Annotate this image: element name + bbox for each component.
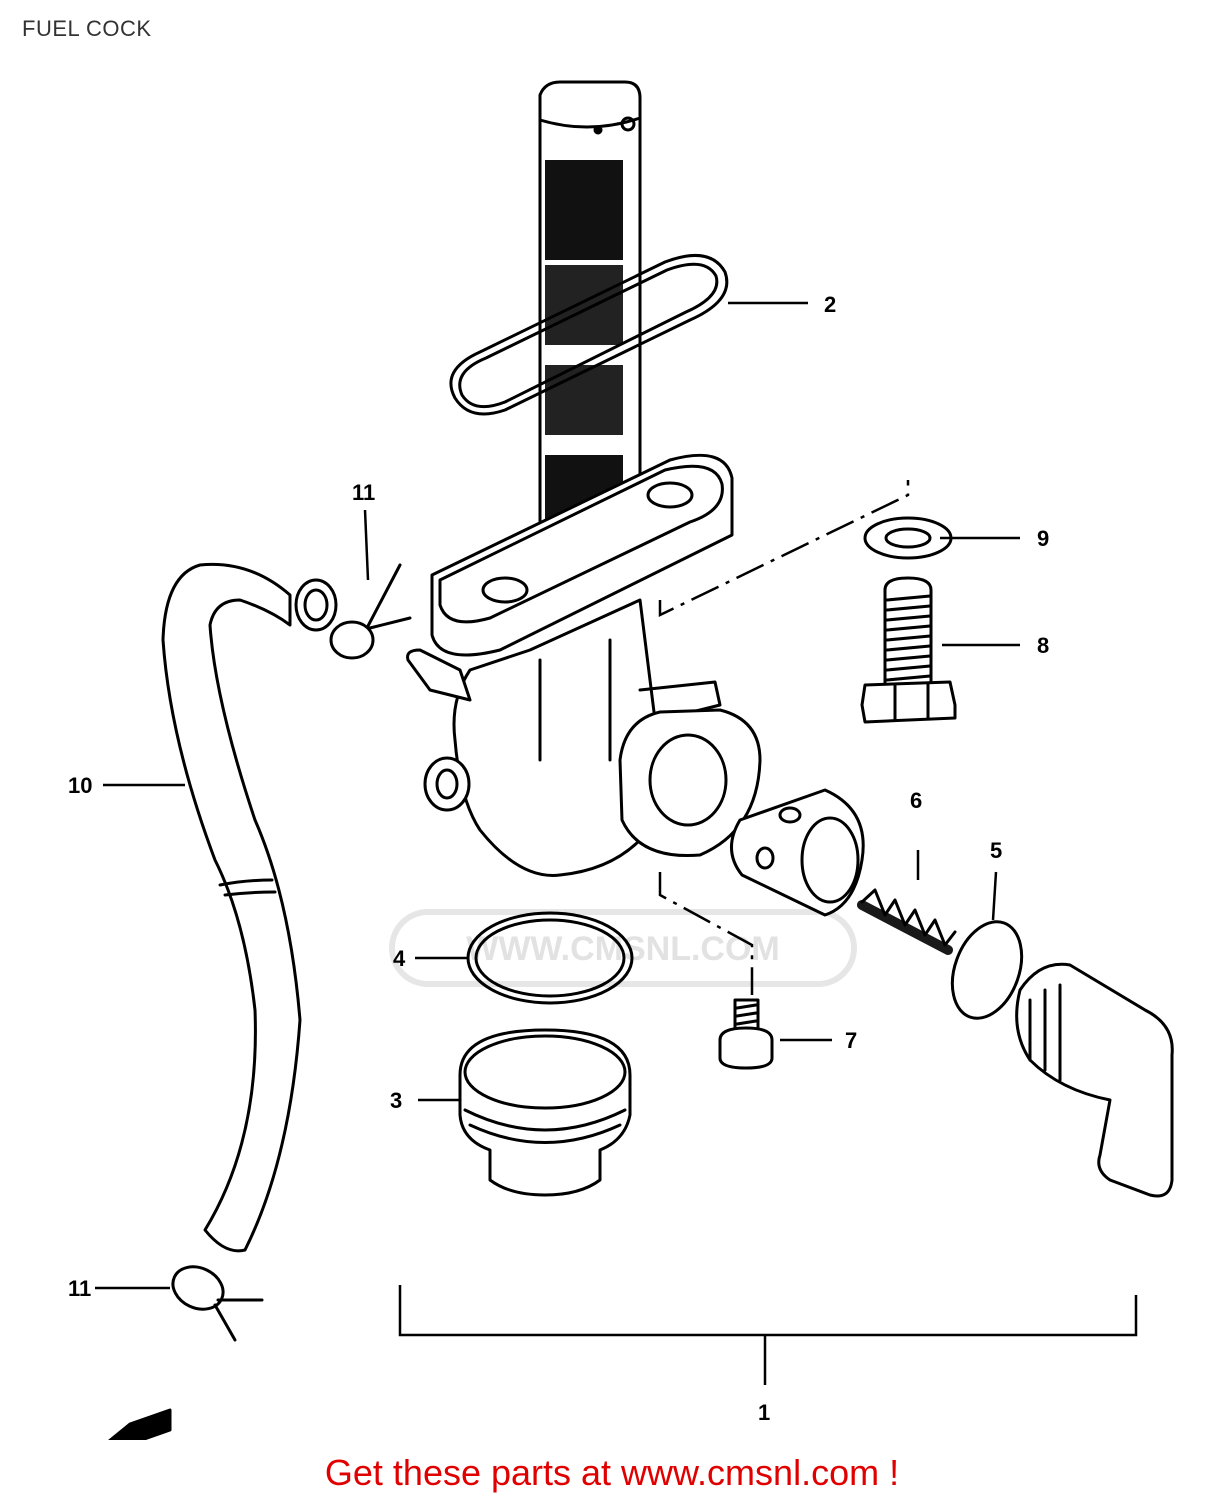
callout-6: 6	[910, 788, 922, 813]
bolt-8	[860, 576, 957, 724]
callout-9: 9	[1037, 526, 1049, 551]
lever-knob	[1015, 962, 1174, 1198]
callout-11-lower: 11	[68, 1276, 91, 1301]
lever-plate	[618, 708, 762, 858]
callout-10: 10	[68, 773, 92, 798]
sediment-cup-3	[458, 1028, 632, 1197]
footer-parts-link[interactable]: Get these parts at www.cmsnl.com !	[324, 1452, 900, 1493]
hose-clip-11-upper	[329, 563, 412, 660]
callout-4: 4	[393, 946, 406, 971]
callout-7: 7	[845, 1028, 857, 1053]
o-ring-2	[449, 254, 729, 416]
washer-5	[950, 920, 1024, 1020]
callout-5: 5	[990, 838, 1002, 863]
page-title: FUEL COCK	[22, 16, 152, 41]
fuel-hose-10	[161, 562, 338, 1253]
callout-2: 2	[824, 292, 836, 317]
parts-diagram: WWW.CMSNL.COM	[68, 80, 1174, 1440]
callout-3: 3	[390, 1088, 402, 1113]
mounting-flange	[430, 453, 734, 657]
callout-1: 1	[758, 1400, 770, 1425]
callout-11-upper: 11	[352, 480, 375, 505]
screw-7	[718, 998, 774, 1070]
hose-clip-11-lower	[171, 1265, 264, 1342]
spring-6	[857, 888, 957, 955]
washer-9	[863, 516, 953, 560]
leader-lines	[95, 301, 1138, 1385]
front-arrow-icon	[108, 1408, 172, 1440]
callout-8: 8	[1037, 633, 1049, 658]
cock-rotor	[730, 788, 865, 917]
